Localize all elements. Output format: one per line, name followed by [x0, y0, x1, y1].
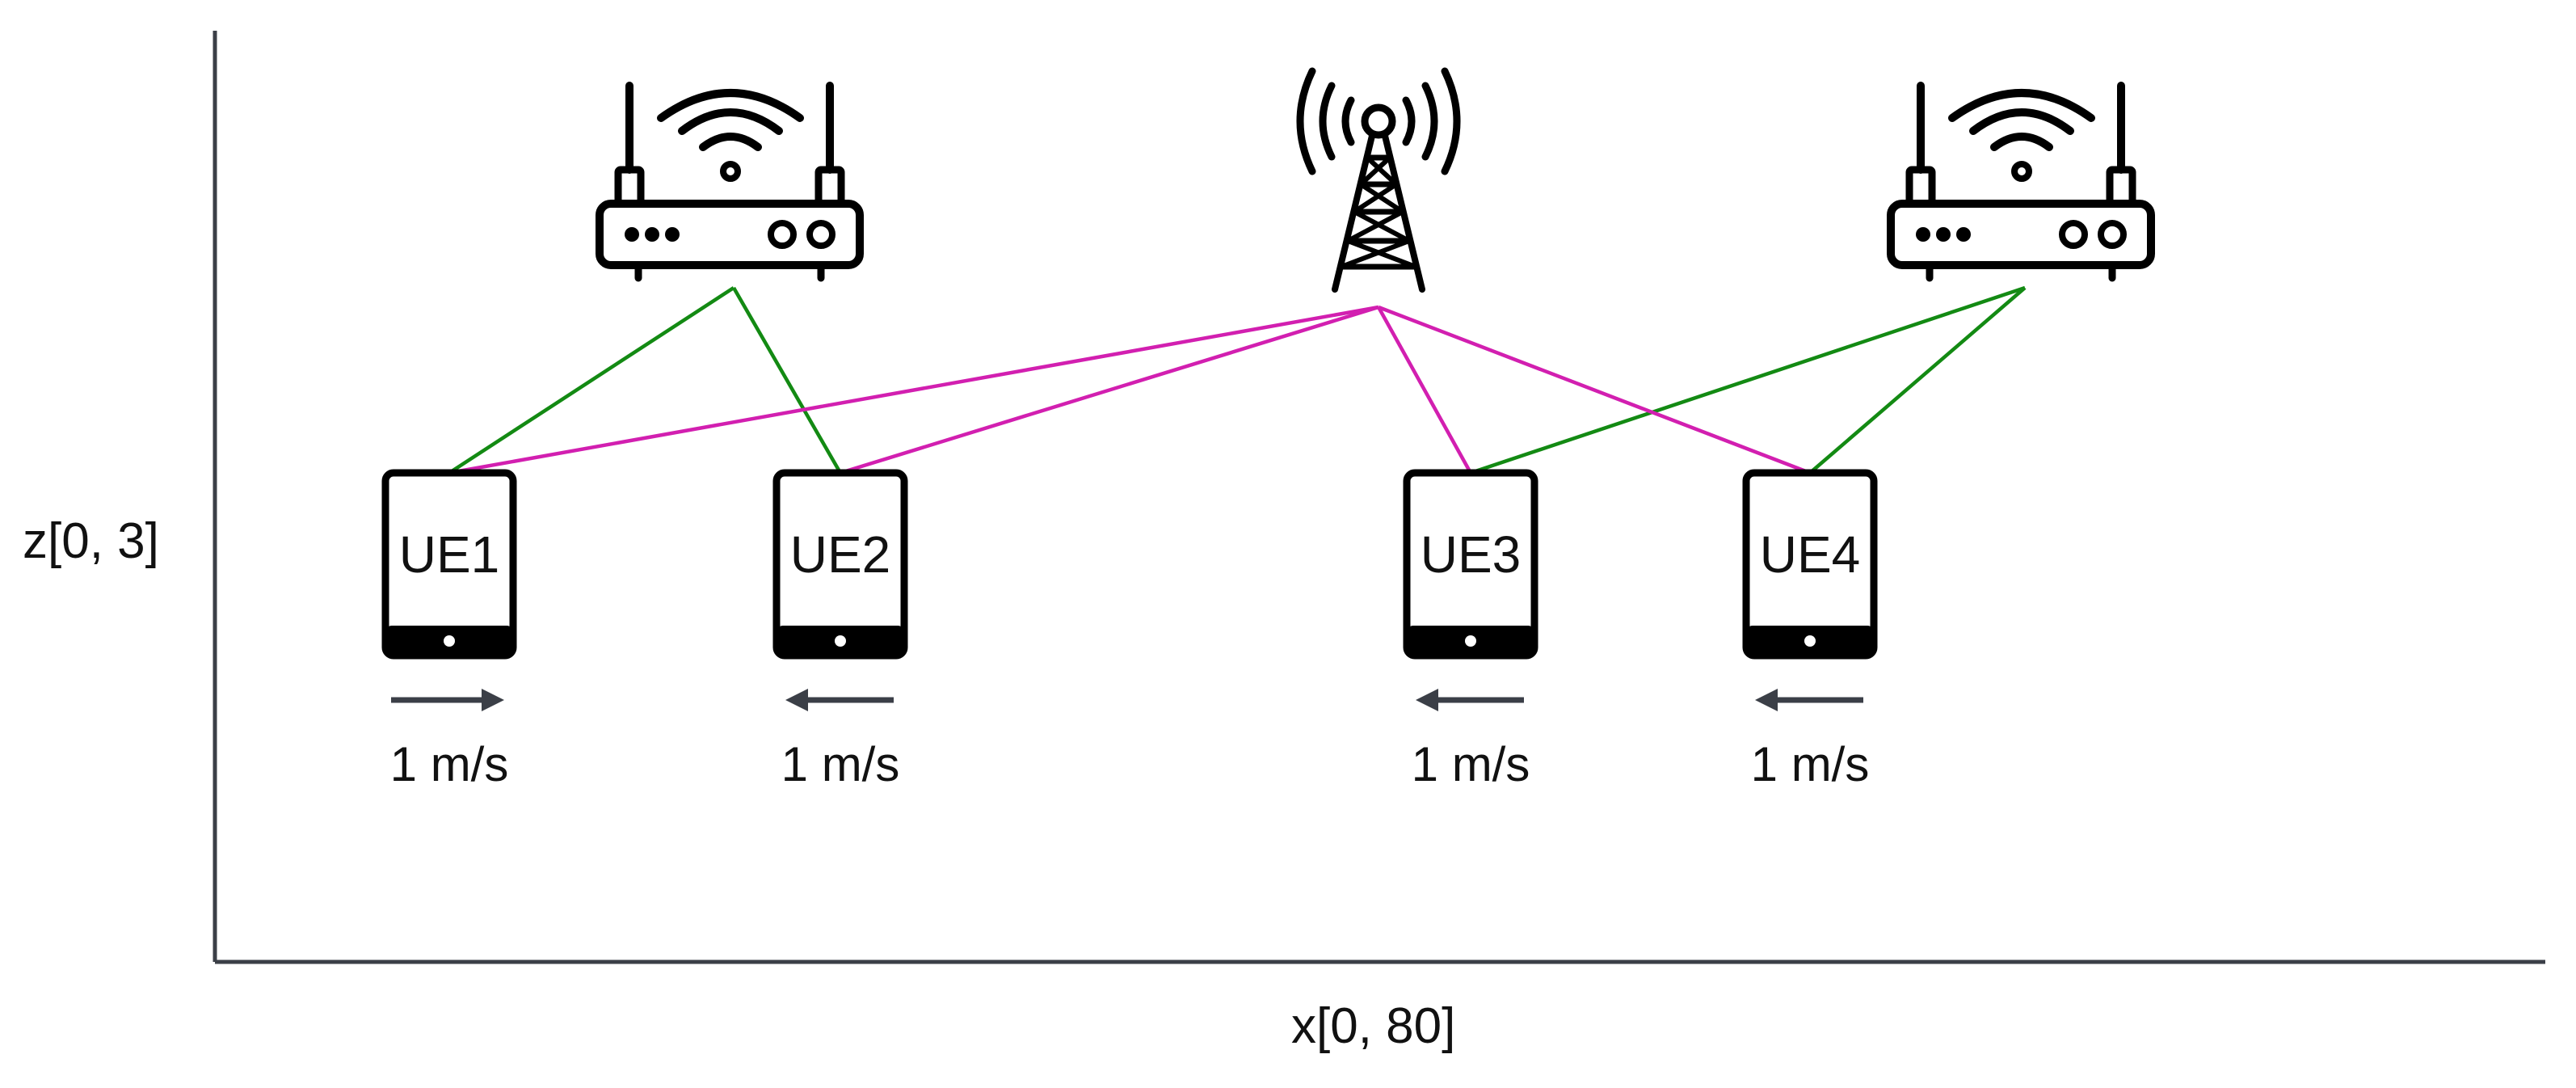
wifi-link-ap2-ue3 — [1470, 285, 2026, 475]
wifi-link-ap1-ue1 — [448, 286, 735, 474]
cell-link-ue3 — [1377, 306, 1472, 474]
device-label: UE2 — [790, 525, 891, 584]
axes: z[0, 3] x[0, 80] — [23, 31, 2545, 1054]
speed-label: 1 m/s — [781, 737, 900, 791]
speed-label: 1 m/s — [390, 737, 509, 791]
cellular-links — [448, 305, 1811, 475]
wifi-link-ap1-ue2 — [732, 286, 842, 474]
wifi-link-ap2-ue4 — [1808, 286, 2027, 474]
cell-link-ue1 — [448, 305, 1379, 475]
cell-link-ue4 — [1378, 305, 1811, 475]
z-axis-label: z[0, 3] — [23, 513, 159, 569]
wifi-router-icon — [1887, 82, 2155, 282]
wifi-links — [448, 285, 2027, 475]
device-ue3: UE3 1 m/s — [1403, 469, 1538, 791]
device-ue1: UE1 1 m/s — [381, 469, 517, 791]
device-label: UE1 — [399, 525, 500, 584]
device-ue2: UE2 1 m/s — [772, 469, 908, 791]
wifi-router-icon — [596, 82, 864, 282]
cell-link-ue2 — [840, 305, 1379, 475]
device-ue4: UE4 1 m/s — [1742, 469, 1878, 791]
device-label: UE4 — [1760, 525, 1861, 584]
x-axis-label: x[0, 80] — [1291, 998, 1455, 1054]
speed-label: 1 m/s — [1751, 737, 1870, 791]
cell-tower-icon — [1296, 67, 1461, 293]
device-label: UE3 — [1421, 525, 1522, 584]
speed-label: 1 m/s — [1412, 737, 1530, 791]
